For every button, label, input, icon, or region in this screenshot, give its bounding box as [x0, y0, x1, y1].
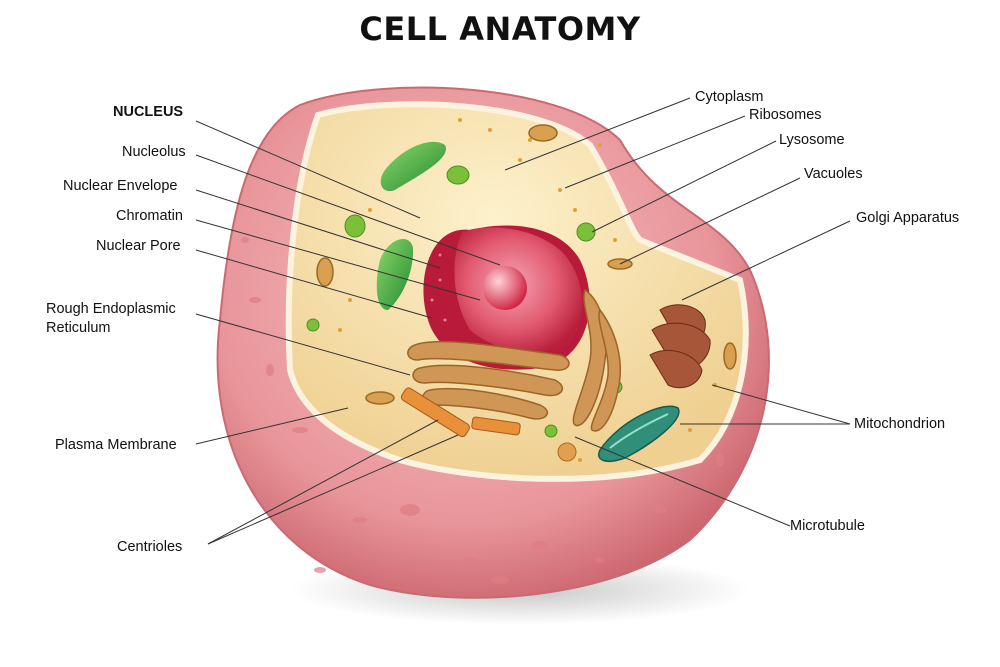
- label-ribosomes: Ribosomes: [749, 107, 822, 123]
- label-plasma-membrane: Plasma Membrane: [55, 437, 177, 453]
- green-organelle-top: [380, 141, 446, 192]
- label-rough-er-line2: Reticulum: [46, 320, 111, 336]
- stock-id-watermark: 430633149: [0, 430, 27, 570]
- nucleus-shape: [423, 225, 590, 370]
- label-microtubule: Microtubule: [790, 518, 865, 534]
- label-rough-er-line1: Rough Endoplasmic: [46, 301, 176, 317]
- lysosome-shapes: [306, 165, 623, 438]
- label-nucleolus: Nucleolus: [122, 144, 186, 160]
- label-nuclear-envelope: Nuclear Envelope: [63, 178, 178, 194]
- label-vacuoles: Vacuoles: [804, 166, 863, 182]
- label-chromatin: Chromatin: [116, 208, 183, 224]
- label-nuclear-pore: Nuclear Pore: [96, 238, 181, 254]
- label-mitochondrion: Mitochondrion: [854, 416, 946, 432]
- leader-lines: [195, 97, 851, 545]
- diagram-title: CELL ANATOMY: [359, 10, 641, 48]
- label-centrioles: Centrioles: [117, 539, 183, 555]
- mitochondrion-shape: [598, 405, 680, 462]
- label-nucleus: NUCLEUS: [113, 104, 184, 120]
- microtubule-shape: [557, 442, 577, 462]
- stock-id-text: 430633149: [0, 460, 3, 540]
- label-lysosome: Lysosome: [779, 132, 845, 148]
- vacuole-shapes: [316, 124, 737, 405]
- label-golgi-apparatus: Golgi Apparatus: [856, 210, 960, 226]
- centriole-shapes: [400, 387, 521, 438]
- golgi-shape: [649, 304, 711, 389]
- membrane-texture: [241, 237, 724, 584]
- label-cytoplasm: Cytoplasm: [695, 89, 764, 105]
